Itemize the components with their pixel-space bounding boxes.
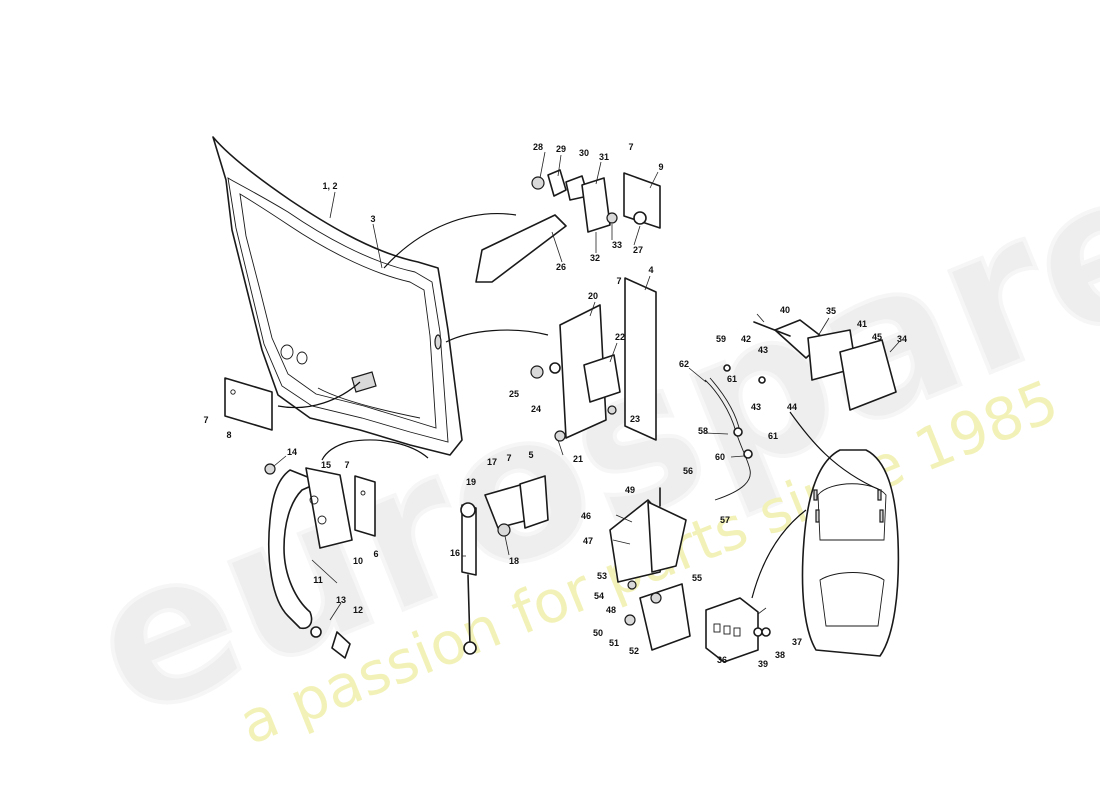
- callout-7-mid: 7: [616, 276, 621, 286]
- callout-25: 25: [509, 389, 519, 399]
- callout-7-strut: 7: [506, 453, 511, 463]
- latch-mechanism: [723, 319, 897, 411]
- callout-44: 44: [787, 402, 797, 412]
- callout-51: 51: [609, 638, 619, 648]
- callout-61-bottom: 61: [768, 431, 778, 441]
- callout-39: 39: [758, 659, 768, 669]
- callout-26: 26: [556, 262, 566, 272]
- callout-56: 56: [683, 466, 693, 476]
- release-cables: [704, 377, 753, 501]
- callout-54: 54: [594, 591, 604, 601]
- callout-7-top: 7: [628, 142, 633, 152]
- callout-23: 23: [630, 414, 640, 424]
- callout-32: 32: [590, 253, 600, 263]
- callout-53: 53: [597, 571, 607, 581]
- callout-40: 40: [780, 305, 790, 315]
- callout-21: 21: [573, 454, 583, 464]
- callout-17: 17: [487, 457, 497, 467]
- callout-22: 22: [615, 332, 625, 342]
- callout-16: 16: [450, 548, 460, 558]
- lower-latch: [609, 487, 691, 651]
- hinge-plate: [354, 475, 376, 537]
- callout-33: 33: [612, 240, 622, 250]
- car-top-view: [801, 449, 900, 657]
- callout-59: 59: [716, 334, 726, 344]
- pivot-bolt: [310, 626, 351, 659]
- callout-1-2: 1, 2: [322, 181, 337, 191]
- callout-9: 9: [658, 162, 663, 172]
- callout-31: 31: [599, 152, 609, 162]
- license-bracket: [224, 377, 273, 431]
- latch-plate: [530, 277, 657, 442]
- callout-41: 41: [857, 319, 867, 329]
- tailgate-panel: [212, 136, 463, 456]
- callout-12: 12: [353, 605, 363, 615]
- callout-6: 6: [373, 549, 378, 559]
- callout-24: 24: [531, 404, 541, 414]
- callout-11: 11: [313, 575, 323, 585]
- callout-38: 38: [775, 650, 785, 660]
- callout-15: 15: [321, 460, 331, 470]
- pointer-arrows: [277, 213, 881, 599]
- callout-3: 3: [370, 214, 375, 224]
- callout-7-left: 7: [203, 415, 208, 425]
- callout-42: 42: [741, 334, 751, 344]
- callout-52: 52: [629, 646, 639, 656]
- callout-46: 46: [581, 511, 591, 521]
- callout-60: 60: [715, 452, 725, 462]
- callout-19: 19: [466, 477, 476, 487]
- callout-8: 8: [226, 430, 231, 440]
- callout-49: 49: [625, 485, 635, 495]
- callout-43-top: 43: [758, 345, 768, 355]
- top-hinge: [475, 169, 661, 283]
- callout-50: 50: [593, 628, 603, 638]
- callout-47: 47: [583, 536, 593, 546]
- callout-14: 14: [287, 447, 297, 457]
- callout-37: 37: [792, 637, 802, 647]
- callout-45: 45: [872, 332, 882, 342]
- callout-28: 28: [533, 142, 543, 152]
- callout-35: 35: [826, 306, 836, 316]
- hinge-arm: [264, 463, 353, 630]
- callout-13: 13: [336, 595, 346, 605]
- callout-4: 4: [648, 265, 653, 275]
- callout-5: 5: [528, 450, 533, 460]
- callout-61-top: 61: [727, 374, 737, 384]
- callout-27: 27: [633, 245, 643, 255]
- callout-30: 30: [579, 148, 589, 158]
- callout-7-hinge: 7: [344, 460, 349, 470]
- callout-36: 36: [717, 655, 727, 665]
- gas-strut: [460, 502, 477, 655]
- callout-55: 55: [692, 573, 702, 583]
- callout-20: 20: [588, 291, 598, 301]
- callout-62: 62: [679, 359, 689, 369]
- callout-labels: 1, 2 3 4 5 6 7 7 7 7 7 8 9 10 11 12 13 1…: [203, 142, 907, 669]
- switch-box: [705, 597, 771, 663]
- callout-10: 10: [353, 556, 363, 566]
- callout-57: 57: [720, 515, 730, 525]
- callout-29: 29: [556, 144, 566, 154]
- callout-18: 18: [509, 556, 519, 566]
- callout-43-bottom: 43: [751, 402, 761, 412]
- leader-lines: [273, 151, 900, 621]
- callout-58: 58: [698, 426, 708, 436]
- callout-48: 48: [606, 605, 616, 615]
- callout-34: 34: [897, 334, 907, 344]
- strut-bracket: [484, 475, 549, 537]
